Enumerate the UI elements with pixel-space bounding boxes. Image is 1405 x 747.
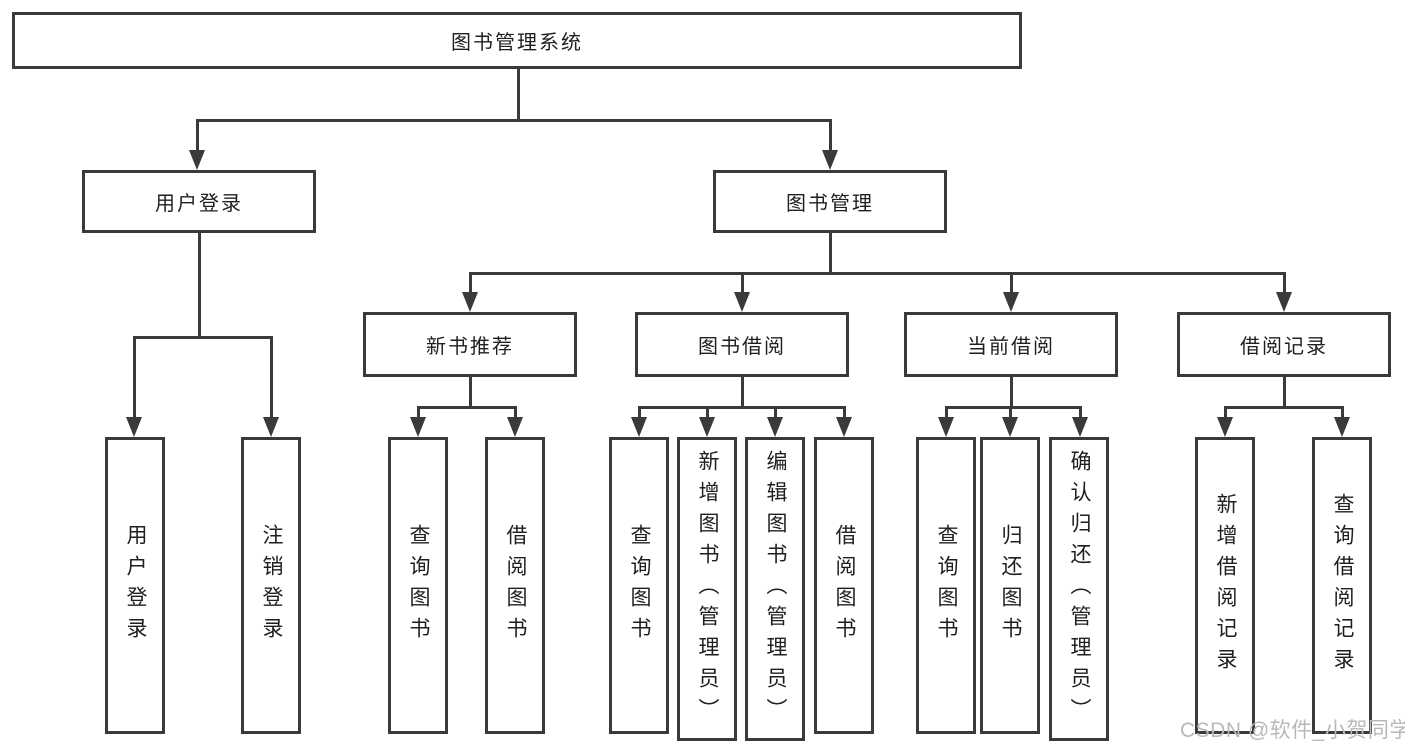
node-root-library-management-system: 图书管理系统 [12,12,1022,69]
arrowhead-down-icon [462,292,478,312]
connector-leaf [774,406,777,420]
arrowhead-down-icon [507,417,523,437]
arrowhead-down-icon [189,150,205,170]
connector-to-leaf-logout [270,336,273,419]
connector-to-new-book-recommendation [469,272,472,295]
leaf-query-books-current: 查询图书 [916,437,976,734]
connector-leaf [706,406,709,420]
csdn-watermark: CSDN @软件_小贺同学 [1180,719,1405,742]
leaf-query-books-borrow: 查询图书 [609,437,669,734]
leaf-add-books-admin: 新增图书（管理员） [677,437,737,741]
leaf-edit-books-admin: 编辑图书（管理员） [745,437,805,741]
arrowhead-down-icon [699,417,715,437]
connector-borrowing-stem [741,377,744,408]
node-book-borrowing: 图书借阅 [635,312,849,377]
arrowhead-down-icon [1276,292,1292,312]
connector-borrowing-branch [638,406,846,409]
arrowhead-down-icon [822,150,838,170]
connector-user-login-branch [133,336,273,339]
node-new-book-recommendation: 新书推荐 [363,312,577,377]
connector-to-user-login [196,119,199,152]
connector-recommend-branch [417,406,517,409]
connector-records-stem [1283,377,1286,408]
connector-leaf [514,406,517,420]
connector-leaf [638,406,641,420]
connector-leaf [417,406,420,420]
node-current-borrowing: 当前借阅 [904,312,1118,377]
leaf-query-books-recommend: 查询图书 [388,437,448,734]
node-user-login: 用户登录 [82,170,316,233]
connector-root-branch [196,119,832,122]
connector-current-branch [945,406,1082,409]
leaf-user-login: 用户登录 [105,437,165,734]
node-borrowing-records: 借阅记录 [1177,312,1391,377]
leaf-return-books: 归还图书 [980,437,1040,734]
connector-leaf [1079,406,1082,420]
connector-root-stem [517,69,520,121]
connector-to-leaf-user-login [133,336,136,419]
connector-leaf [1224,406,1227,420]
connector-current-stem [1010,377,1013,408]
arrowhead-down-icon [263,417,279,437]
arrowhead-down-icon [1072,417,1088,437]
connector-to-book-borrowing [741,272,744,295]
leaf-borrow-books: 借阅图书 [814,437,874,734]
connector-records-branch [1224,406,1344,409]
connector-leaf [1009,406,1012,420]
connector-to-borrowing-records [1283,272,1286,295]
leaf-confirm-return-admin: 确认归还（管理员） [1049,437,1109,741]
arrowhead-down-icon [1003,292,1019,312]
arrowhead-down-icon [1334,417,1350,437]
leaf-borrow-books-recommend: 借阅图书 [485,437,545,734]
connector-leaf [843,406,846,420]
connector-leaf [1341,406,1344,420]
connector-recommend-stem [469,377,472,408]
connector-leaf [945,406,948,420]
leaf-logout: 注销登录 [241,437,301,734]
arrowhead-down-icon [126,417,142,437]
leaf-query-borrow-record: 查询借阅记录 [1312,437,1372,734]
leaf-add-borrow-record: 新增借阅记录 [1195,437,1255,734]
connector-to-book-management [829,119,832,152]
arrowhead-down-icon [836,417,852,437]
connector-book-management-stem [829,233,832,274]
connector-book-management-branch [469,272,1286,275]
arrowhead-down-icon [938,417,954,437]
arrowhead-down-icon [767,417,783,437]
arrowhead-down-icon [734,292,750,312]
arrowhead-down-icon [410,417,426,437]
connector-to-current-borrowing [1010,272,1013,295]
node-book-management: 图书管理 [713,170,947,233]
arrowhead-down-icon [1217,417,1233,437]
arrowhead-down-icon [1002,417,1018,437]
connector-user-login-stem [198,233,201,338]
arrowhead-down-icon [631,417,647,437]
